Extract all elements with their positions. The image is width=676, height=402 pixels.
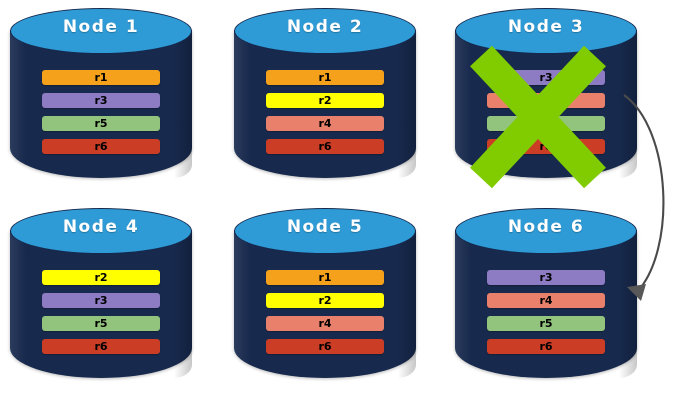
- node-title: Node 5: [286, 217, 364, 237]
- replica-bar[interactable]: r3: [42, 293, 160, 308]
- replica-bar[interactable]: r5: [487, 316, 605, 331]
- node-title: Node 2: [286, 17, 364, 37]
- node-title: Node 4: [62, 217, 140, 237]
- replica-bar[interactable]: r3: [487, 270, 605, 285]
- replica-bar[interactable]: r4: [487, 93, 605, 108]
- replica-bar[interactable]: r6: [487, 139, 605, 154]
- node-title: Node 3: [507, 17, 585, 37]
- replica-bar[interactable]: r1: [266, 70, 384, 85]
- replica-bar[interactable]: r4: [266, 116, 384, 131]
- replica-list: r1 r3 r5 r6: [42, 70, 160, 162]
- node-1[interactable]: Node 1 r1 r3 r5 r6: [10, 8, 192, 188]
- replica-list: r3 r4 r5 r6: [487, 270, 605, 362]
- replica-bar[interactable]: r1: [42, 70, 160, 85]
- replica-bar[interactable]: r1: [266, 270, 384, 285]
- node-6[interactable]: Node 6 r3 r4 r5 r6: [455, 208, 637, 388]
- replica-list: r3 r4 r5 r6: [487, 70, 605, 162]
- replica-bar[interactable]: r6: [42, 139, 160, 154]
- node-3[interactable]: Node 3 r3 r4 r5 r6: [455, 8, 637, 188]
- cylinder-top-disc: [10, 8, 192, 54]
- replica-bar[interactable]: r3: [487, 70, 605, 85]
- replica-bar[interactable]: r6: [42, 339, 160, 354]
- replica-bar[interactable]: r6: [266, 139, 384, 154]
- replica-bar[interactable]: r5: [487, 116, 605, 131]
- cylinder-top-disc: [10, 208, 192, 254]
- replica-bar[interactable]: r6: [266, 339, 384, 354]
- replica-list: r2 r3 r5 r6: [42, 270, 160, 362]
- replica-bar[interactable]: r4: [487, 293, 605, 308]
- replica-bar[interactable]: r3: [42, 93, 160, 108]
- node-5[interactable]: Node 5 r1 r2 r4 r6: [234, 208, 416, 388]
- cylinder-top-disc: [234, 8, 416, 54]
- replica-bar[interactable]: r4: [266, 316, 384, 331]
- node-4[interactable]: Node 4 r2 r3 r5 r6: [10, 208, 192, 388]
- replica-bar[interactable]: r6: [487, 339, 605, 354]
- cylinder-top-disc: [234, 208, 416, 254]
- replica-list: r1 r2 r4 r6: [266, 70, 384, 162]
- replica-bar[interactable]: r2: [42, 270, 160, 285]
- replica-bar[interactable]: r5: [42, 316, 160, 331]
- replica-bar[interactable]: r2: [266, 293, 384, 308]
- replica-bar[interactable]: r2: [266, 93, 384, 108]
- node-title: Node 1: [62, 17, 140, 37]
- node-title: Node 6: [507, 217, 585, 237]
- cylinder-top-disc: [455, 208, 637, 254]
- replica-list: r1 r2 r4 r6: [266, 270, 384, 362]
- node-2[interactable]: Node 2 r1 r2 r4 r6: [234, 8, 416, 188]
- replica-bar[interactable]: r5: [42, 116, 160, 131]
